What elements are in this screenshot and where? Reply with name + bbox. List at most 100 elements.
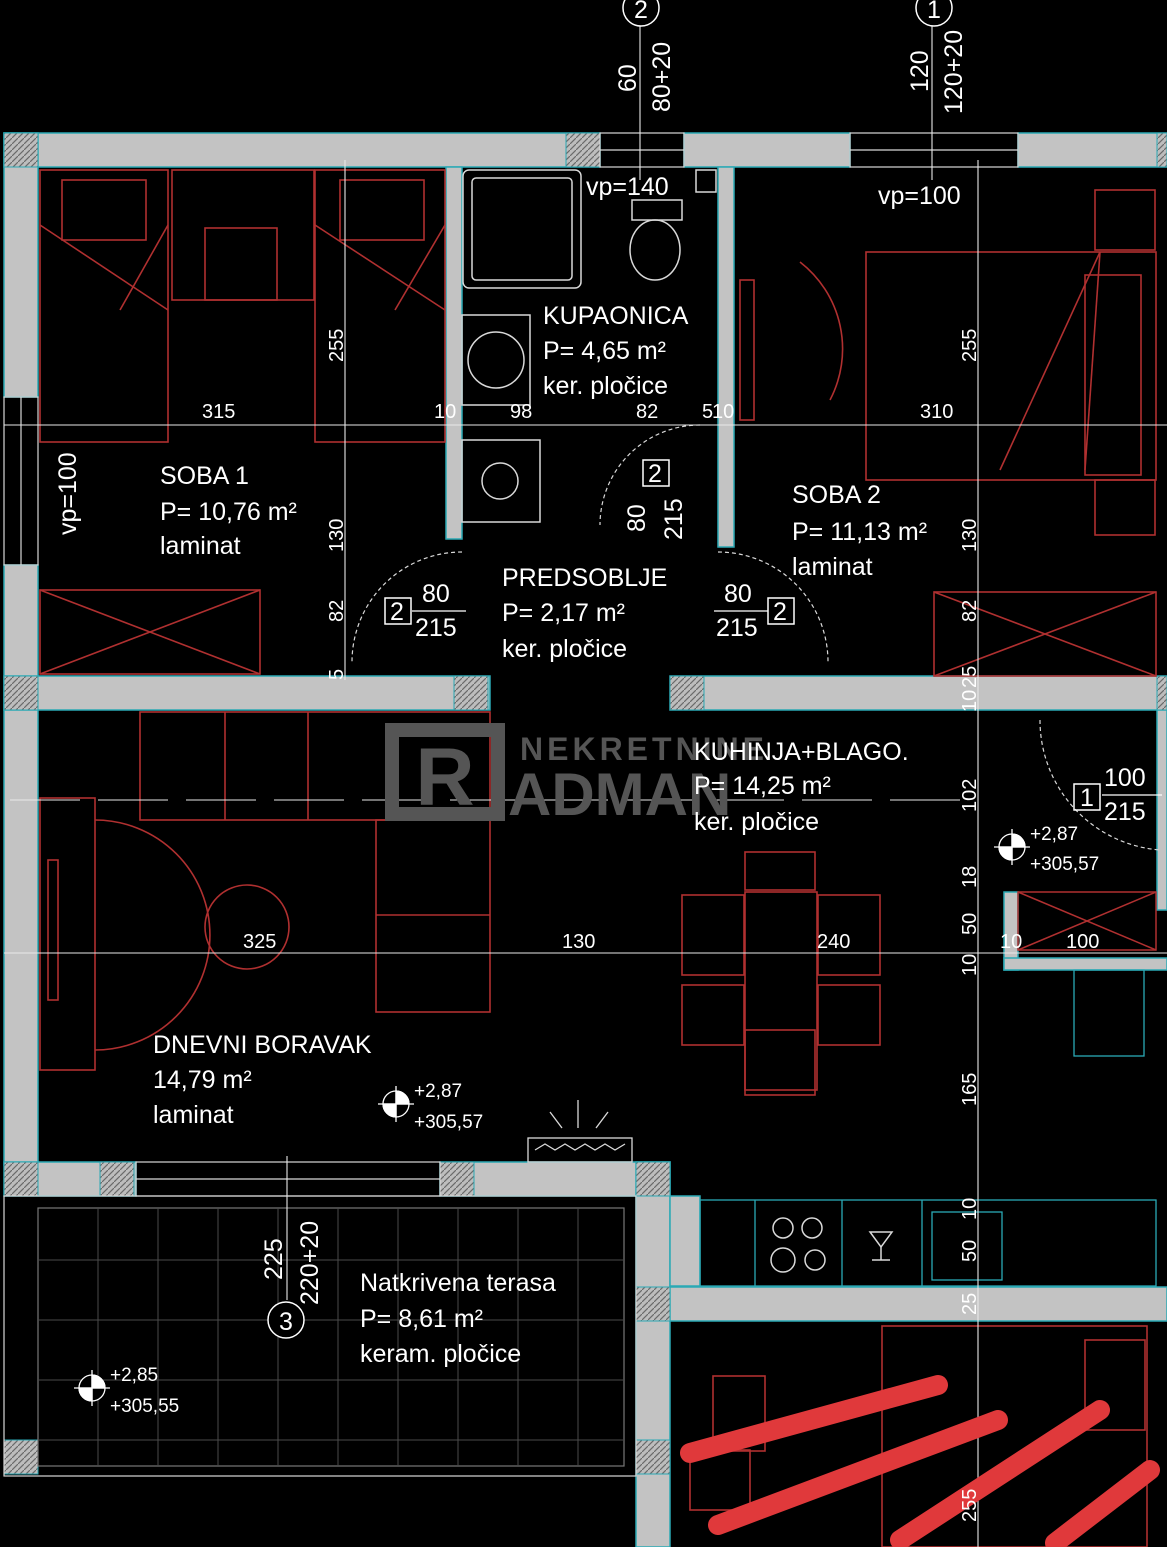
dnevni-level-b: +305,57	[414, 1112, 483, 1133]
dim-130b: 130	[959, 519, 981, 552]
washbasin	[461, 314, 531, 406]
nightstand-1	[171, 169, 315, 301]
dim-130a: 130	[326, 519, 348, 552]
kupaonica-area: P= 4,65 m²	[543, 337, 666, 365]
terasa-area: P= 8,61 m²	[360, 1305, 483, 1333]
dnevni-floor: laminat	[153, 1101, 234, 1129]
terasa-level-a: +2,85	[110, 1365, 158, 1386]
wall-left-upper	[3, 132, 39, 398]
axis-markers	[267, 0, 953, 1339]
bath-fixtures	[461, 169, 717, 523]
predsoblje-name: PREDSOBLJE	[502, 564, 667, 592]
kuhinja-area: P= 14,25 m²	[694, 772, 831, 800]
axis-1-bubble	[915, 0, 953, 27]
soba1-area: P= 10,76 m²	[160, 498, 297, 526]
dining-table	[744, 891, 818, 1091]
dim-255b: 255	[959, 329, 981, 362]
terrace-door-220-20: 220+20	[296, 1221, 324, 1305]
dim-130c: 130	[562, 931, 595, 953]
dim-98: 98	[510, 401, 532, 423]
watermark-logo: R	[415, 732, 474, 823]
terasa-name: Natkrivena terasa	[360, 1269, 556, 1297]
s2-door-h: 215	[716, 614, 758, 642]
sofa	[139, 711, 491, 821]
dim-10e: 10	[959, 954, 981, 976]
dim-18: 18	[959, 866, 981, 888]
dim-10f: 10	[959, 1198, 981, 1220]
kuhinja-level-a: +2,87	[1030, 824, 1078, 845]
kuhinja-level-b: +305,57	[1030, 854, 1099, 875]
terasa-level-b: +305,55	[110, 1396, 179, 1417]
wall-terrace-right	[635, 1161, 671, 1547]
dim-5b: 5	[326, 669, 348, 680]
dim-255c: 255	[959, 1489, 981, 1522]
wall-storage-bottom	[1003, 957, 1167, 971]
entry-door-h: 215	[1104, 798, 1146, 826]
axis-3-bubble	[267, 1301, 305, 1339]
toilet	[631, 199, 683, 221]
soba2-name: SOBA 2	[792, 481, 881, 509]
dim-5: 5	[702, 401, 713, 423]
dnevni-level-a: +2,87	[414, 1081, 462, 1102]
s2-door-w: 80	[724, 580, 752, 608]
shower-tray	[462, 169, 582, 289]
terasa-floor: keram. pločice	[360, 1340, 521, 1368]
washing-machine	[461, 439, 541, 523]
top-opening-120: 120	[906, 50, 934, 92]
soba2-floor: laminat	[792, 553, 873, 581]
top-opening-120-20: 120+20	[940, 30, 968, 114]
wall-right-lower	[1156, 709, 1167, 911]
dim-10a: 10	[434, 401, 456, 423]
furniture-bottom-room	[689, 1325, 1148, 1547]
dim-82b: 82	[326, 600, 348, 622]
coffee-table	[204, 884, 290, 970]
predsoblje-area: P= 2,17 m²	[502, 599, 625, 627]
entry-door-tag: 1	[1080, 784, 1094, 812]
bath-door-tag: 2	[648, 460, 662, 488]
predsoblje-floor: ker. pločice	[502, 635, 627, 663]
watermark: R NEKRETNINE ADMAN	[385, 723, 764, 828]
axis-3-label: 3	[279, 1308, 293, 1336]
soba1-floor: laminat	[160, 532, 241, 560]
wall-kitchen-stub	[669, 1195, 701, 1287]
cooktop	[770, 1217, 894, 1273]
top-opening-80-20: 80+20	[648, 42, 676, 112]
kupaonica-name: KUPAONICA	[543, 302, 689, 330]
highlight-strokes	[680, 1375, 1160, 1547]
watermark-brand: ADMAN	[508, 761, 731, 828]
axis-2-bubble	[622, 0, 660, 27]
soba2-area: P= 11,13 m²	[792, 518, 927, 546]
dim-10d: 10	[1000, 931, 1022, 953]
wall-bottom-mid	[439, 1161, 671, 1197]
kuhinja-name: KUHINJA+BLAGO.	[694, 738, 909, 766]
bed-2	[314, 169, 446, 443]
kitchen-counter	[699, 1199, 1157, 1287]
dim-100: 100	[1066, 931, 1099, 953]
bed-3	[865, 251, 1157, 481]
dim-310: 310	[920, 401, 953, 423]
wall-kitchen-bottom	[669, 1286, 1167, 1322]
dnevni-area: 14,79 m²	[153, 1066, 252, 1094]
top-opening-60: 60	[614, 64, 642, 92]
terrace-door-225: 225	[260, 1238, 288, 1280]
dim-50a: 50	[959, 913, 981, 935]
wall-left-mid	[3, 564, 39, 1166]
terrace-tiles	[38, 1208, 624, 1466]
s2-door-tag: 2	[773, 598, 787, 626]
axis-1-label: 1	[927, 0, 941, 24]
bath-door-w: 80	[623, 504, 651, 532]
vp140-label: vp=140	[586, 173, 669, 201]
dim-255a: 255	[326, 329, 348, 362]
wall-top-right	[1017, 132, 1167, 168]
dnevni-name: DNEVNI BORAVAK	[153, 1031, 372, 1059]
dim-165: 165	[959, 1073, 981, 1106]
wall-top-left	[3, 132, 601, 168]
soba1-name: SOBA 1	[160, 462, 249, 490]
wall-bath-left	[445, 166, 463, 540]
dim-240: 240	[817, 931, 850, 953]
wall-middle-horizontal-left	[3, 675, 491, 711]
tv-unit	[39, 797, 96, 1071]
dimension-lines	[4, 0, 1167, 1547]
kupaonica-floor: ker. pločice	[543, 372, 668, 400]
door-swings	[351, 424, 1161, 851]
